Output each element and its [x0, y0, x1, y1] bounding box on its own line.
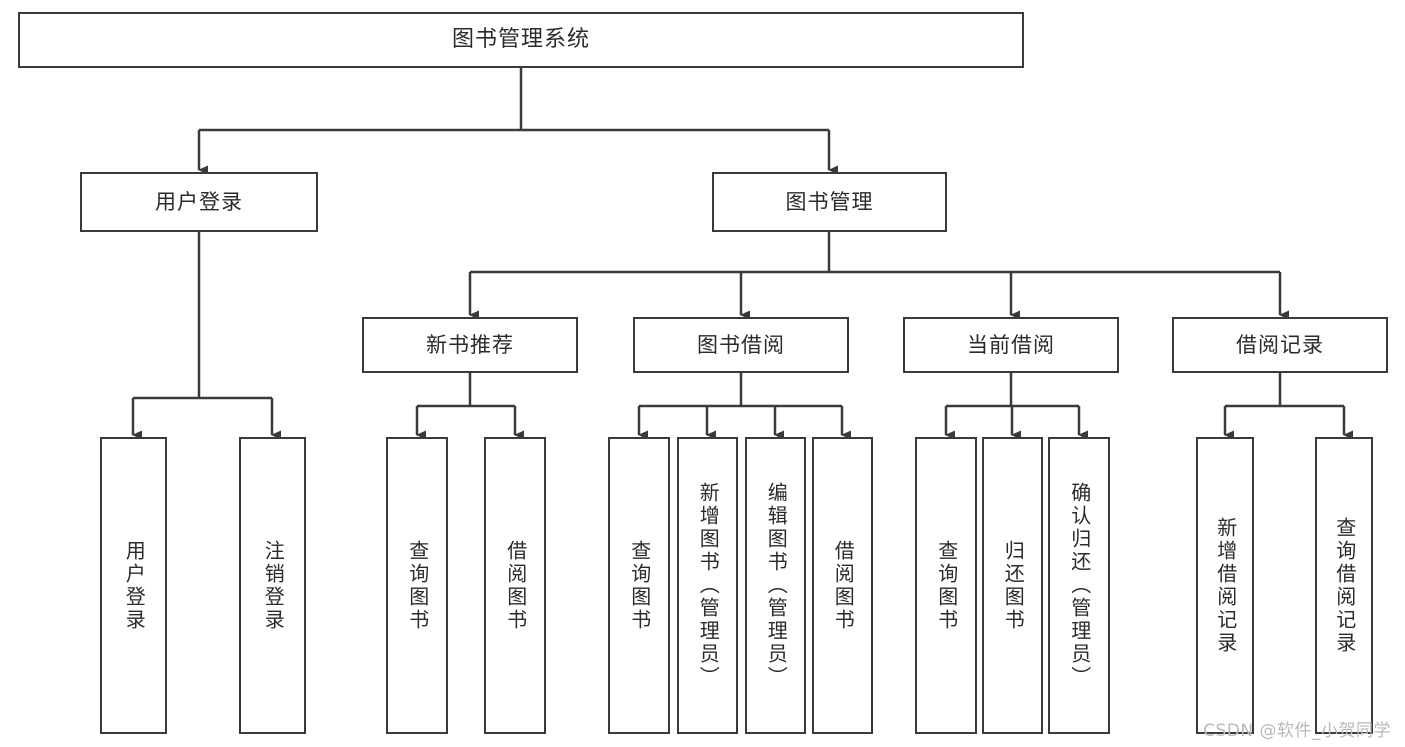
node-label: 借阅记录	[1236, 332, 1324, 357]
node-leaf-borrow-1: 查询图书	[608, 437, 670, 734]
node-leaf-borrow-2: 新增图书（管理员）	[677, 437, 738, 734]
node-leaf-borrow-4: 借阅图书	[812, 437, 873, 734]
node-label: 查询图书	[934, 539, 959, 632]
node-label: 新增图书（管理员）	[696, 482, 721, 689]
node-label: 注销登录	[261, 539, 286, 632]
node-leaf-login-1: 用户登录	[100, 437, 167, 734]
node-label: 图书管理系统	[451, 27, 590, 53]
node-label: 查询图书	[405, 539, 430, 632]
node-label: 用户登录	[155, 189, 243, 214]
node-label: 借阅图书	[503, 539, 528, 632]
node-label: 新增借阅记录	[1213, 516, 1238, 655]
node-leaf-rec-2: 查询借阅记录	[1315, 437, 1373, 734]
node-leaf-borrow-3: 编辑图书（管理员）	[745, 437, 806, 734]
node-leaf-new-2: 借阅图书	[484, 437, 546, 734]
node-bookmgmt: 图书管理	[712, 172, 947, 232]
node-label: 确认归还（管理员）	[1067, 482, 1092, 689]
node-leaf-cur-2: 归还图书	[982, 437, 1043, 734]
node-label: 编辑图书（管理员）	[764, 482, 789, 689]
node-login: 用户登录	[80, 172, 318, 232]
node-root: 图书管理系统	[18, 12, 1024, 68]
node-label: 新书推荐	[426, 332, 514, 357]
edge-paths	[131, 68, 1353, 440]
node-leaf-login-2: 注销登录	[239, 437, 306, 734]
node-records: 借阅记录	[1172, 317, 1388, 373]
node-borrow: 图书借阅	[633, 317, 849, 373]
node-label: 归还图书	[1001, 539, 1026, 632]
node-label: 用户登录	[122, 539, 147, 632]
node-current: 当前借阅	[903, 317, 1119, 373]
node-leaf-cur-1: 查询图书	[915, 437, 977, 734]
node-leaf-rec-1: 新增借阅记录	[1196, 437, 1254, 734]
node-leaf-new-1: 查询图书	[386, 437, 448, 734]
watermark-text: CSDN @软件_小贺同学	[1203, 721, 1391, 741]
node-label: 当前借阅	[967, 332, 1055, 357]
node-leaf-cur-3: 确认归还（管理员）	[1048, 437, 1110, 734]
node-label: 图书管理	[785, 189, 874, 214]
node-label: 查询图书	[627, 539, 652, 632]
node-label: 查询借阅记录	[1332, 516, 1357, 655]
node-newbook: 新书推荐	[362, 317, 578, 373]
node-label: 借阅图书	[831, 539, 856, 632]
node-label: 图书借阅	[697, 332, 785, 357]
